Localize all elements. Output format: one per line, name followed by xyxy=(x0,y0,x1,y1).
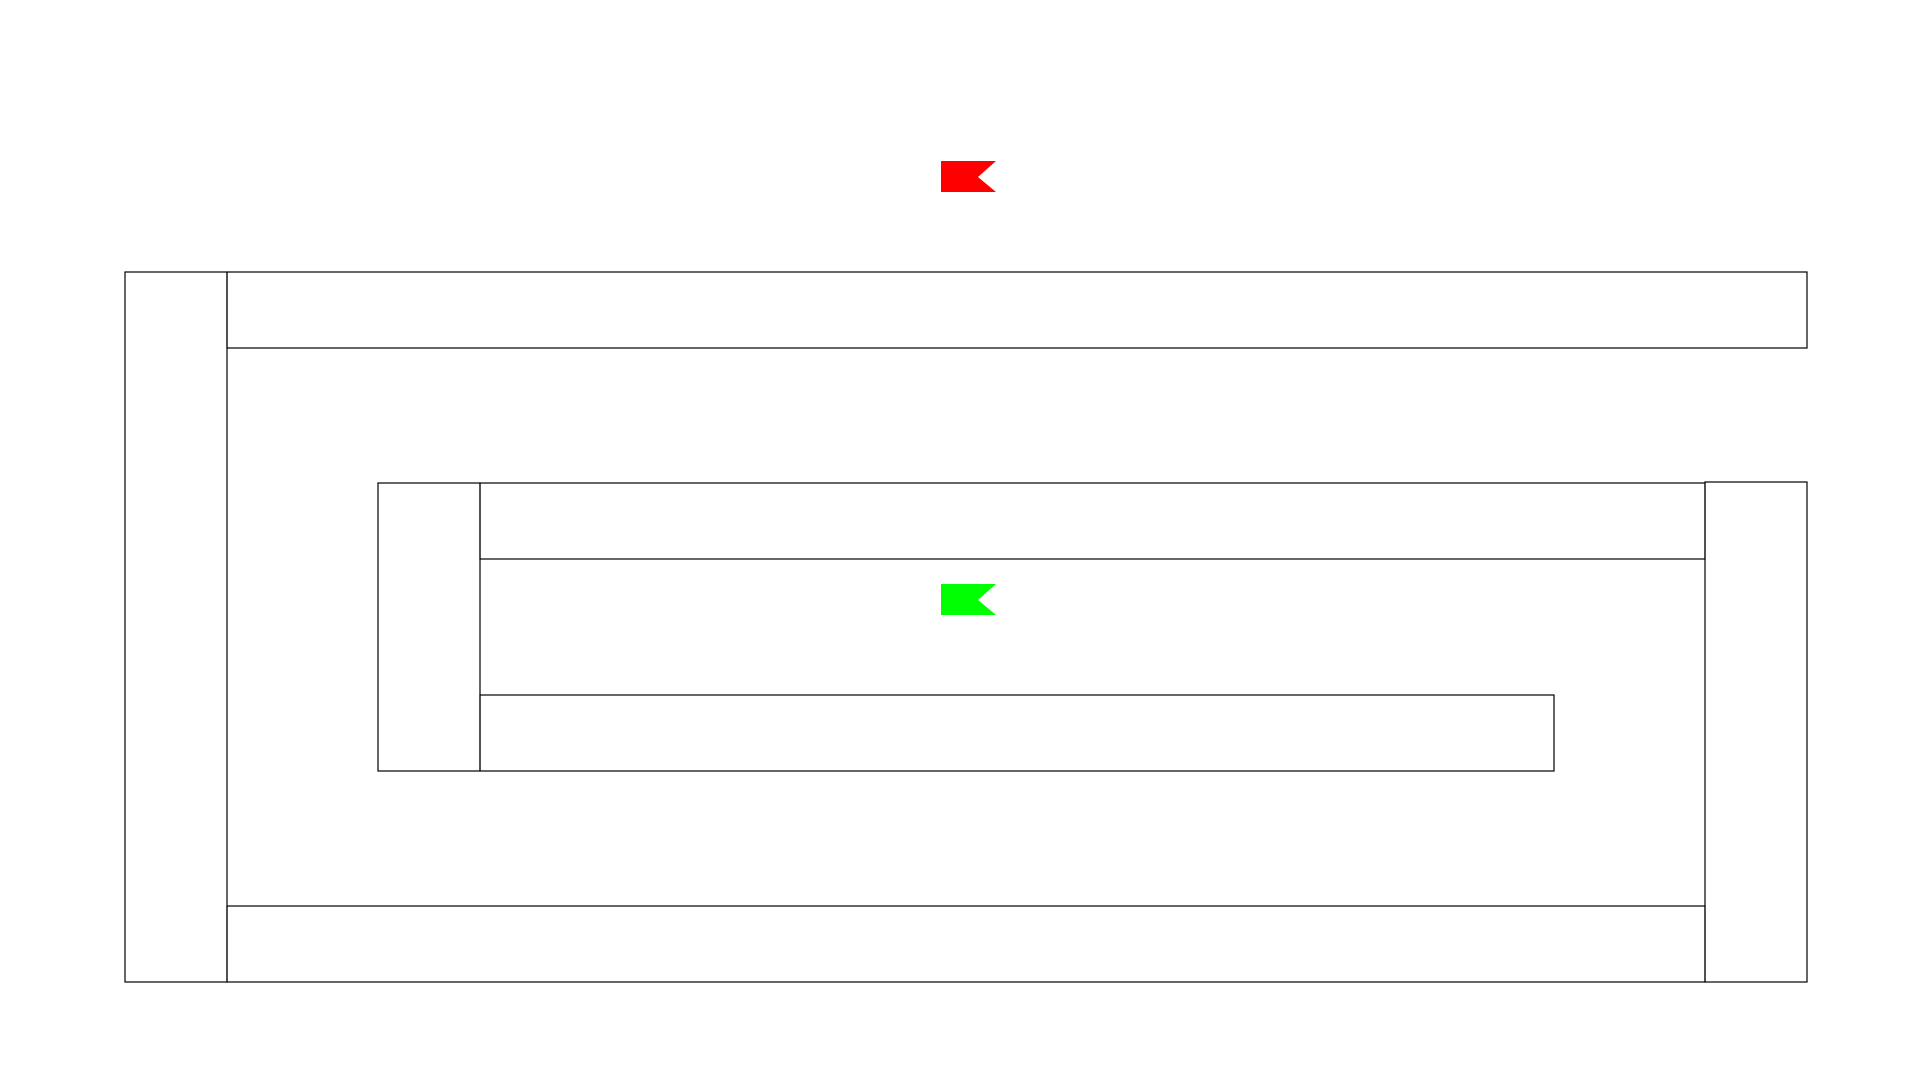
maze-wall xyxy=(479,482,1706,560)
maze-wall xyxy=(377,482,481,772)
maze-wall xyxy=(124,271,228,983)
goal-flag-icon xyxy=(941,584,996,615)
maze-wall xyxy=(1704,481,1808,983)
maze-walls xyxy=(124,271,1808,983)
maze-wall xyxy=(226,905,1706,983)
start-flag-icon xyxy=(941,161,996,192)
maze-wall xyxy=(226,271,1808,349)
maze-wall xyxy=(479,694,1555,772)
